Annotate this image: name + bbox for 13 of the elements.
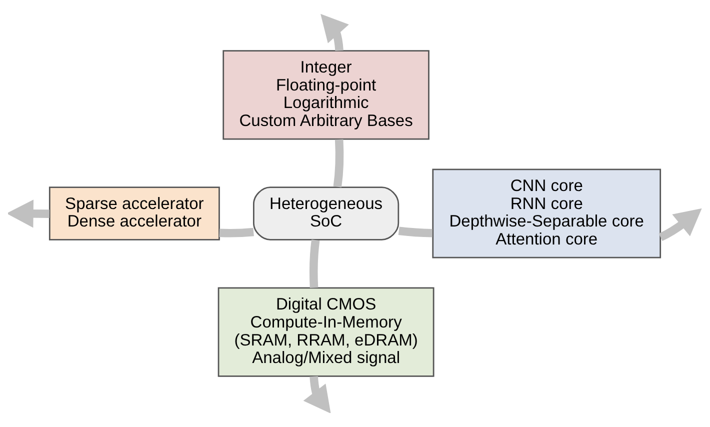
node-box: CNN core RNN core Depthwise-Separable core Attention core	[432, 168, 662, 258]
arrow	[658, 208, 702, 241]
arrow	[303, 376, 331, 413]
node-box: Heterogeneous SoC	[253, 186, 400, 240]
connector	[310, 240, 320, 288]
node-box: Digital CMOS Compute-In-Memory (SRAM, RRAM, eDRAM) Analog/Mixed signal	[218, 287, 434, 377]
node-box: Integer Floating-point Logarithmic Custom Arbitrary Bases	[222, 50, 430, 140]
node-box: Sparse accelerator Dense accelerator	[48, 186, 220, 240]
connector	[219, 228, 254, 238]
connector	[398, 226, 432, 238]
arrow	[8, 200, 50, 228]
arrow	[320, 14, 349, 51]
connector	[333, 139, 344, 188]
